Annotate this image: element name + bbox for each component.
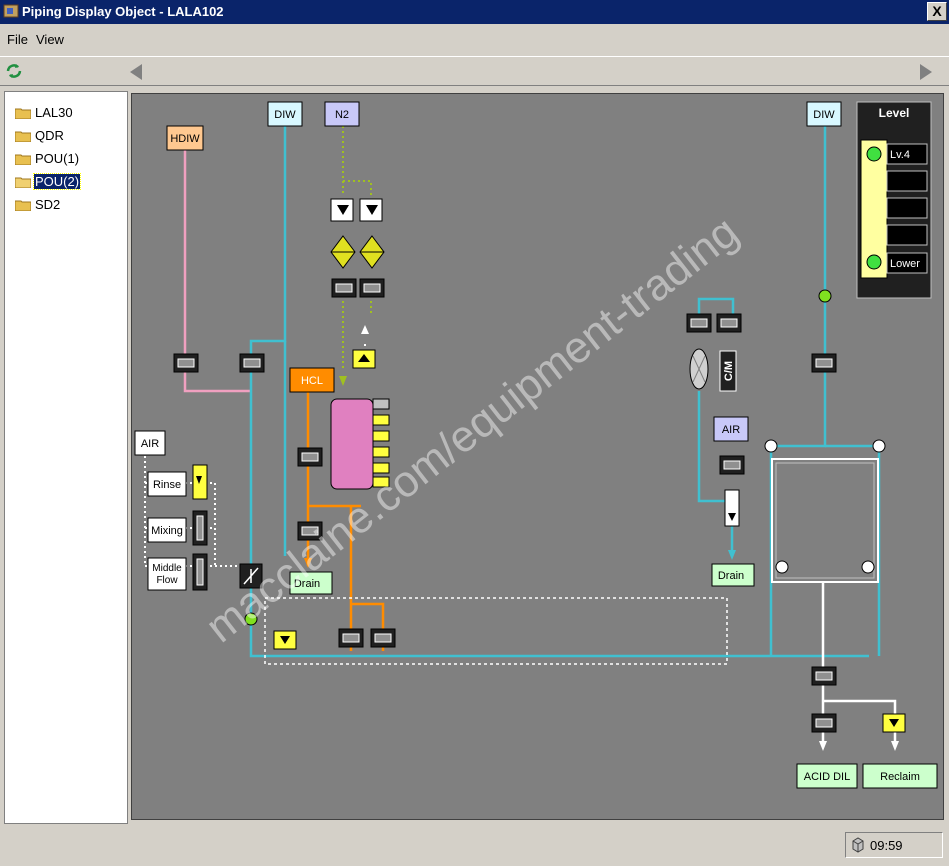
tree-item-label: LAL30 <box>35 105 73 120</box>
level-title: Level <box>879 106 910 120</box>
reclaim-drain[interactable] <box>862 763 938 789</box>
server-icon <box>852 837 864 853</box>
n2-label: N2 <box>335 109 349 121</box>
drain-left-label: Drain <box>294 578 320 590</box>
diw-line-right <box>769 126 827 656</box>
menu-file[interactable]: File <box>7 32 28 47</box>
hdiw-line <box>183 149 251 393</box>
air-source-right[interactable] <box>713 416 749 442</box>
close-button[interactable]: X <box>927 2 947 21</box>
rinse-valve[interactable] <box>147 471 187 497</box>
piping-diagram: HDIW DIW N2 DIW HCL AIR AIR Rinse Mixing… <box>131 93 944 820</box>
acid-dil-drain[interactable] <box>796 763 858 789</box>
diw-source-left[interactable] <box>267 101 303 127</box>
rinse-actuator[interactable] <box>192 464 208 500</box>
tree-item-label: POU(2) <box>32 173 82 190</box>
air-label-left: AIR <box>141 438 159 450</box>
menu-view[interactable]: View <box>36 32 64 47</box>
hcl-source[interactable] <box>289 367 335 393</box>
selection-box <box>264 597 728 665</box>
watermark: macclaine.com/equipment-trading <box>197 207 748 652</box>
valve-n2-a[interactable] <box>331 278 357 298</box>
equipment-tree: LAL30 QDR POU(1) POU(2) SD2 <box>4 91 128 824</box>
level-indicator-upper <box>866 146 882 162</box>
diw-line-left <box>249 126 869 658</box>
folder-icon <box>15 131 31 142</box>
folder-icon <box>15 108 31 119</box>
tank-level-5 <box>372 476 390 488</box>
valve-air-right[interactable] <box>719 455 745 475</box>
tank-level-1 <box>372 414 390 426</box>
mixing-valve[interactable] <box>147 517 187 543</box>
hdiw-label: HDIW <box>170 133 200 145</box>
flowmeter-right <box>818 289 832 303</box>
flowmeter-left <box>244 612 258 626</box>
air-label-right: AIR <box>722 424 740 436</box>
refresh-icon[interactable] <box>4 61 24 81</box>
arrow-right-icon[interactable] <box>918 63 934 81</box>
tank-level-4 <box>372 462 390 474</box>
level-indicator-lower <box>866 254 882 270</box>
valve-bottom-a[interactable] <box>338 628 364 648</box>
hdiw-source[interactable] <box>166 125 204 151</box>
arrow-left-icon[interactable] <box>128 63 144 81</box>
diw-label-left: DIW <box>274 109 296 121</box>
tree-item-label: POU(1) <box>35 151 80 166</box>
valve-cm-a[interactable] <box>686 313 712 333</box>
valve-hdiw[interactable] <box>173 353 199 373</box>
air-source-left[interactable] <box>134 430 166 456</box>
reclaim-label: Reclaim <box>880 771 920 783</box>
valve-diw-left[interactable] <box>239 353 265 373</box>
level-upper-label: Lv.4 <box>890 149 910 161</box>
drain-left[interactable] <box>289 571 333 595</box>
valve-hcl-upper[interactable] <box>297 447 323 467</box>
piping-app-icon <box>3 4 19 18</box>
valve-drain-main[interactable] <box>811 666 837 686</box>
yellow-valve-reclaim[interactable] <box>882 713 906 733</box>
valve-cm-b[interactable] <box>716 313 742 333</box>
level-lower-label: Lower <box>890 258 920 270</box>
title-bar: Piping Display Object - LALA102 X <box>0 0 949 24</box>
tree-item-label: SD2 <box>35 197 61 212</box>
cm-label: C/M <box>723 361 735 381</box>
rinse-label: Rinse <box>153 479 181 491</box>
n2-source[interactable] <box>324 101 360 127</box>
hcl-label: HCL <box>301 375 323 387</box>
acid-dil-label: ACID DIL <box>804 771 850 783</box>
toolbar <box>0 56 949 86</box>
yellow-valve-bottom[interactable] <box>273 630 297 650</box>
diw-label-right: DIW <box>813 109 835 121</box>
hcl-line <box>306 391 385 651</box>
drain-right-label: Drain <box>718 570 744 582</box>
window-title: Piping Display Object - LALA102 <box>22 4 224 19</box>
menu-bar: File View <box>0 28 949 50</box>
mixing-label: Mixing <box>151 525 183 537</box>
drain-right[interactable] <box>711 563 755 587</box>
status-bar: 09:59 <box>0 828 949 866</box>
diw-source-right[interactable] <box>806 101 842 127</box>
status-time: 09:59 <box>870 838 903 853</box>
cm-box[interactable] <box>719 350 737 392</box>
valve-bottom-b[interactable] <box>370 628 396 648</box>
diw-line-right-b <box>825 444 881 656</box>
hcl-tank <box>330 398 374 490</box>
tree-item-label: QDR <box>35 128 64 143</box>
valve-acid-dil[interactable] <box>811 713 837 733</box>
process-bath <box>771 458 879 583</box>
valve-diw-right[interactable] <box>811 353 837 373</box>
folder-icon <box>15 154 31 165</box>
status-clock: 09:59 <box>845 832 943 858</box>
folder-open-icon <box>15 177 31 188</box>
tank-level-2 <box>372 430 390 442</box>
air-check-valve[interactable] <box>724 489 740 527</box>
tank-level-3 <box>372 446 390 458</box>
middle-flow-valve[interactable] <box>147 557 187 591</box>
valve-n2-b[interactable] <box>359 278 385 298</box>
folder-icon <box>15 200 31 211</box>
